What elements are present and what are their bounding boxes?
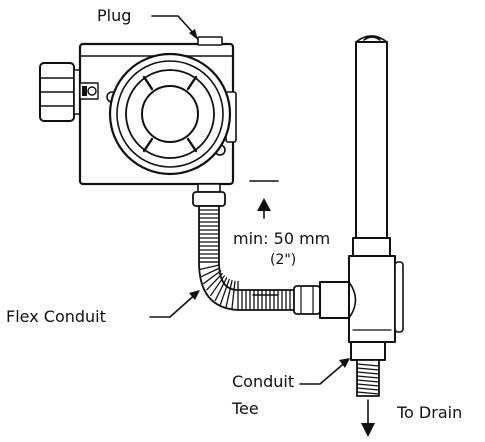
hex-fitting <box>39 62 83 122</box>
flex-conduit-leader <box>149 290 200 318</box>
plug <box>197 36 223 46</box>
conduit-tee-label-line2: Tee <box>231 399 259 418</box>
flex-conduit-ribs <box>199 209 291 310</box>
dimension-label-inches: (2") <box>270 252 296 268</box>
transmitter-housing <box>39 36 237 207</box>
dimension-label: min: 50 mm <box>233 229 330 248</box>
to-drain-label: To Drain <box>396 403 462 422</box>
flex-conduit-label: Flex Conduit <box>6 307 106 326</box>
conduit-rib <box>214 277 228 302</box>
thread-line <box>356 367 380 371</box>
flex-conduit <box>198 205 321 315</box>
arrow-up-icon <box>257 198 271 219</box>
conduit-rib <box>209 275 226 297</box>
plug-label: Plug <box>97 6 131 25</box>
dimension-mark <box>249 180 279 296</box>
thread-line <box>356 379 380 383</box>
conduit-rib <box>202 270 222 285</box>
thread-line <box>356 375 380 379</box>
drain-threads <box>356 363 380 395</box>
conduit-tee-leader <box>299 358 350 385</box>
ground-screw <box>79 82 99 100</box>
thread-line <box>356 391 380 395</box>
conduit-tee <box>319 255 404 397</box>
plug-leader <box>151 15 198 40</box>
arrow-down-icon <box>361 399 375 437</box>
conduit-rib <box>231 280 236 310</box>
thread-line <box>356 363 380 367</box>
thread-line <box>356 387 380 391</box>
thread-line <box>356 383 380 387</box>
conduit-rib <box>199 264 220 271</box>
conduit-rib <box>225 279 233 308</box>
conduit-entry-nut <box>192 191 226 207</box>
conduit-tee-label-line1: Conduit <box>232 372 294 391</box>
conduit-rib <box>200 267 221 278</box>
thread-line <box>356 371 380 375</box>
vertical-pipe <box>352 35 391 257</box>
round-cover <box>108 52 232 176</box>
conduit-rib <box>219 278 230 305</box>
conduit-coupling <box>293 285 321 315</box>
conduit-rib <box>205 272 224 291</box>
